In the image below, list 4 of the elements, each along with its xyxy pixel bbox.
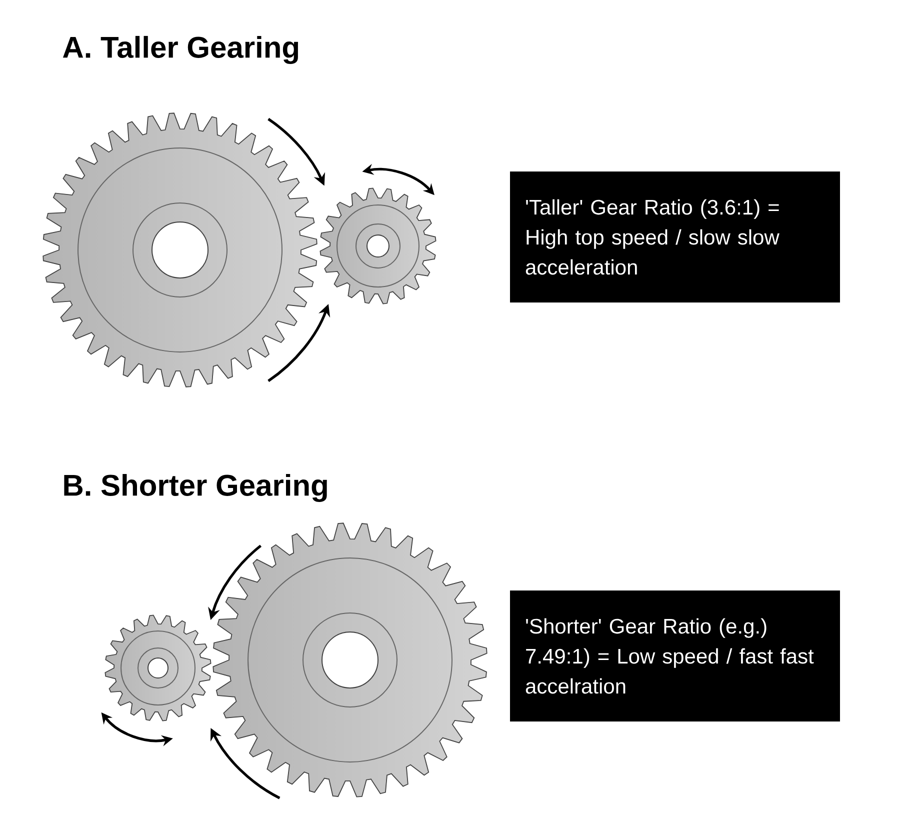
- section-heading: A. Taller Gearing: [62, 36, 298, 64]
- text-box: 'Shorter' Gear Ratio (e.g.) 7.49:1) = Low speed / fast fast accelration: [510, 590, 840, 722]
- text-box: 'Taller' Gear Ratio (3.6:1) = High top speed / slow slow acceleration: [510, 171, 840, 302]
- section-heading: B. Shorter Gearing: [64, 474, 327, 502]
